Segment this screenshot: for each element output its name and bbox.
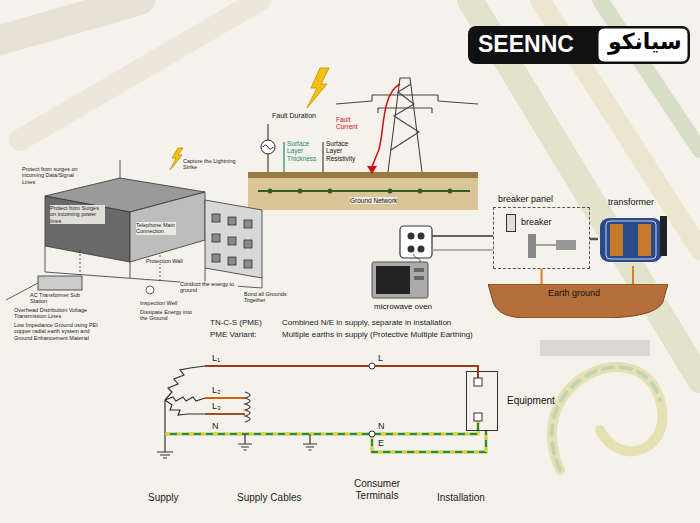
- node-text: breaker panel: [498, 194, 553, 204]
- callout-text: Overhead Distribution Voltage Transmissi…: [14, 307, 94, 320]
- callout-text: Low Impedance Ground using PEI copper ra…: [14, 322, 109, 341]
- fault-current-illustration: [248, 68, 478, 210]
- callout-text: Telephone Main Connection: [136, 222, 176, 235]
- wire-connector: [632, 266, 634, 284]
- building-lightning-protection: [6, 148, 262, 300]
- callout-text: Protect from surges on incoming Data/Sig…: [22, 166, 84, 185]
- wire-connector: [590, 238, 598, 241]
- system-type: PME Variant:: [210, 330, 257, 339]
- parameter-label: Surface Layer Thickness: [287, 140, 321, 162]
- callout-text: AC Transformer Sub Station: [30, 292, 82, 305]
- note-text: Combined N/E in supply, separate in inst…: [282, 318, 451, 327]
- conductor-name: L₂: [212, 385, 221, 395]
- part-name: Ground Network: [350, 197, 397, 204]
- callout-text: Capture the Lightning Strike: [183, 158, 243, 171]
- equipment-box: Equipment: [466, 371, 498, 431]
- parameter-label: Surface Layer Resistivity: [326, 140, 366, 162]
- conductor-name: L₃: [212, 401, 221, 411]
- conductor-name: E: [378, 438, 384, 448]
- section-label: Consumer Terminals: [341, 478, 413, 501]
- system-type: TN-C-S (PME): [210, 318, 262, 327]
- logo-plate: [468, 26, 690, 64]
- node-text: Equipment: [507, 395, 555, 407]
- breaker-symbol: breaker: [506, 214, 516, 232]
- breaker-panel: breaker panelbreaker: [493, 207, 590, 269]
- callout-text: Conduct the energy to ground: [180, 281, 238, 294]
- node-text: breaker: [521, 217, 552, 227]
- callout-text: Protection Wall: [146, 258, 183, 264]
- logo-wordmark: SEENNC: [478, 31, 574, 57]
- section-label: Supply Cables: [237, 492, 301, 504]
- wire-connector: [541, 269, 543, 284]
- parameter-label: Fault Duration: [272, 112, 316, 120]
- section-label: Supply: [148, 492, 179, 504]
- earth-band-outline: [488, 284, 668, 318]
- part-name: microwave oven: [374, 302, 432, 311]
- node-text: transformer: [608, 197, 654, 207]
- callout-text: Dissipate Energy into the Ground: [140, 309, 200, 322]
- node-text: Earth ground: [548, 288, 600, 298]
- background-cables: [0, 0, 700, 470]
- transformer-symbol: transformer: [598, 212, 668, 266]
- tn-c-s-circuit: [157, 363, 486, 458]
- earth-ground-band: Earth ground: [488, 284, 668, 318]
- conductor-name: L₁: [212, 353, 220, 363]
- callout-text: Protect from Surges on incoming power li…: [50, 205, 105, 224]
- callout-text: Inspection Well: [140, 300, 177, 306]
- logo-wordmark: سیانکو: [608, 29, 682, 54]
- parameter-label: Fault Current: [336, 116, 368, 131]
- note-text: Multiple earths in supply (Protective Mu…: [282, 330, 473, 339]
- callout-text: Bond all Grounds Together: [244, 291, 288, 304]
- conductor-name: L: [378, 353, 383, 363]
- section-label: Installation: [437, 492, 485, 504]
- conductor-name: N: [212, 421, 219, 431]
- conductor-name: N: [378, 421, 385, 431]
